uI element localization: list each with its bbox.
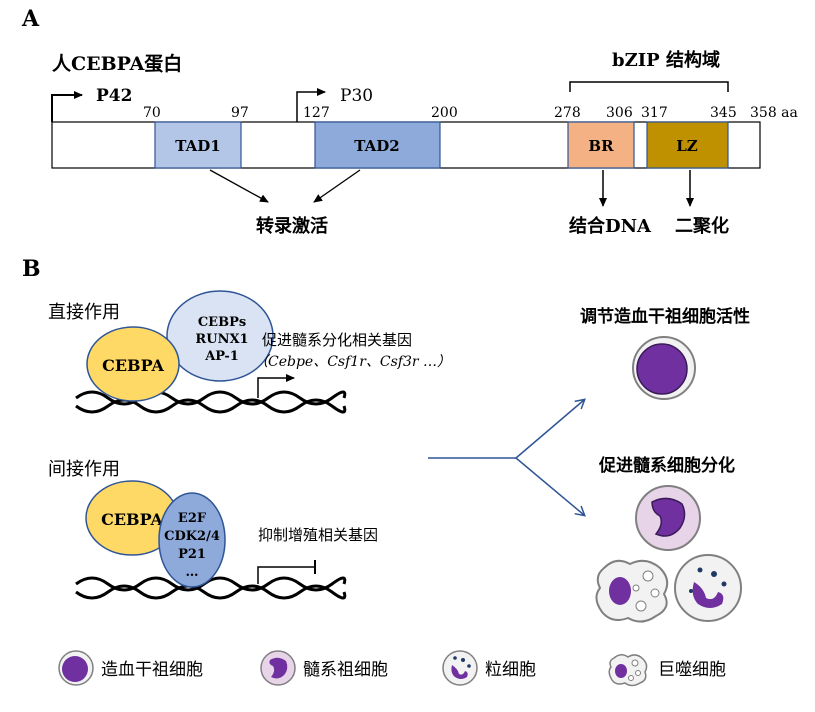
- partner-p21: P21: [178, 547, 206, 562]
- position-127: 127: [303, 105, 330, 121]
- indirect-target-label: 抑制增殖相关基因: [258, 526, 378, 544]
- indirect-effect-title: 间接作用: [48, 459, 120, 480]
- tad1-label: TAD1: [175, 137, 220, 155]
- position-345: 345: [710, 105, 737, 121]
- p30-label: P30: [340, 86, 373, 106]
- myeloid-progenitor-icon: [635, 485, 701, 551]
- position-317: 317: [641, 105, 668, 121]
- p42-label: P42: [96, 86, 132, 106]
- direct-effect-title: 直接作用: [48, 302, 120, 323]
- direct-partner-ellipse: [166, 290, 274, 382]
- direct-cebpa-label: CEBPA: [102, 356, 164, 375]
- outcome-arrow-lower: [515, 457, 586, 517]
- dna-binding-label: 结合DNA: [569, 215, 652, 237]
- myeloid-progenitor-icon: [260, 650, 296, 686]
- dna-helix-strand: [75, 584, 347, 600]
- dna-helix-strand: [75, 398, 347, 414]
- repression-promoter-line: [257, 566, 315, 584]
- tad2-domain: [314, 121, 441, 169]
- partner-cebps: CEBPs: [198, 315, 246, 330]
- indirect-cebpa-label: CEBPA: [101, 510, 163, 529]
- p30-start-arrow: [296, 88, 326, 122]
- outcome-hspc-activity: 调节造血干祖细胞活性: [580, 306, 750, 327]
- dna-helix-strand: [75, 390, 347, 406]
- activation-promoter-arrow: [257, 374, 295, 398]
- position-358: 358 aa: [750, 105, 798, 121]
- legend-label-macrophage: 巨噬细胞: [658, 660, 726, 680]
- bzip-bracket: [569, 81, 729, 92]
- tad2-to-activation-arrow: [313, 169, 361, 203]
- partner-more: …: [186, 565, 199, 580]
- partner-ap1: AP-1: [204, 349, 239, 364]
- legend-label-hspc: 造血干祖细胞: [101, 660, 203, 680]
- indirect-partner-ellipse: [158, 492, 226, 588]
- tad1-to-activation-arrow: [209, 169, 269, 203]
- partner-runx1: RUNX1: [195, 332, 248, 347]
- br-label: BR: [588, 137, 614, 155]
- position-97: 97: [231, 105, 249, 121]
- br-domain: [567, 121, 635, 169]
- hspc-cell-icon: [58, 650, 94, 686]
- bzip-domain-title: bZIP 结构域: [612, 49, 720, 71]
- lz-domain: [646, 121, 729, 169]
- macrophage-icon: [608, 654, 648, 687]
- protein-title: 人CEBPA蛋白: [52, 52, 182, 75]
- position-200: 200: [431, 105, 458, 121]
- panel-b-label: B: [22, 256, 41, 282]
- tad1-domain: [154, 121, 242, 169]
- granulocyte-icon: [442, 650, 478, 686]
- p42-start-arrow: [51, 91, 83, 122]
- dimerization-label: 二聚化: [675, 215, 729, 237]
- hspc-cell-icon: [632, 336, 696, 400]
- transcription-activation-label: 转录激活: [256, 215, 328, 237]
- outcome-myeloid-differentiation: 促进髓系细胞分化: [598, 455, 735, 476]
- dna-helix-strand: [75, 576, 347, 592]
- legend-label-myeloid-progenitor: 髓系祖细胞: [303, 660, 388, 680]
- direct-target-label: 促进髓系分化相关基因: [262, 331, 412, 349]
- panel-a-label: A: [21, 6, 40, 32]
- legend-label-granulocyte: 粒细胞: [485, 660, 536, 680]
- partner-cdk24: CDK2/4: [164, 529, 220, 544]
- partner-e2f: E2F: [178, 511, 207, 526]
- direct-cebpa-ellipse: [86, 326, 180, 402]
- outcome-arrow-upper: [515, 398, 586, 459]
- position-306: 306: [606, 105, 633, 121]
- tad2-label: TAD2: [354, 137, 399, 155]
- lz-label: LZ: [676, 137, 698, 155]
- legend: 造血干祖细胞 髓系祖细胞 粒细胞 巨噬细胞: [58, 650, 726, 687]
- direct-target-genes: （Cebpe、Csf1r、Csf3r …）: [254, 354, 451, 370]
- position-278: 278: [554, 105, 581, 121]
- position-70: 70: [143, 105, 161, 121]
- macrophage-icon: [595, 559, 669, 623]
- granulocyte-icon: [674, 554, 742, 622]
